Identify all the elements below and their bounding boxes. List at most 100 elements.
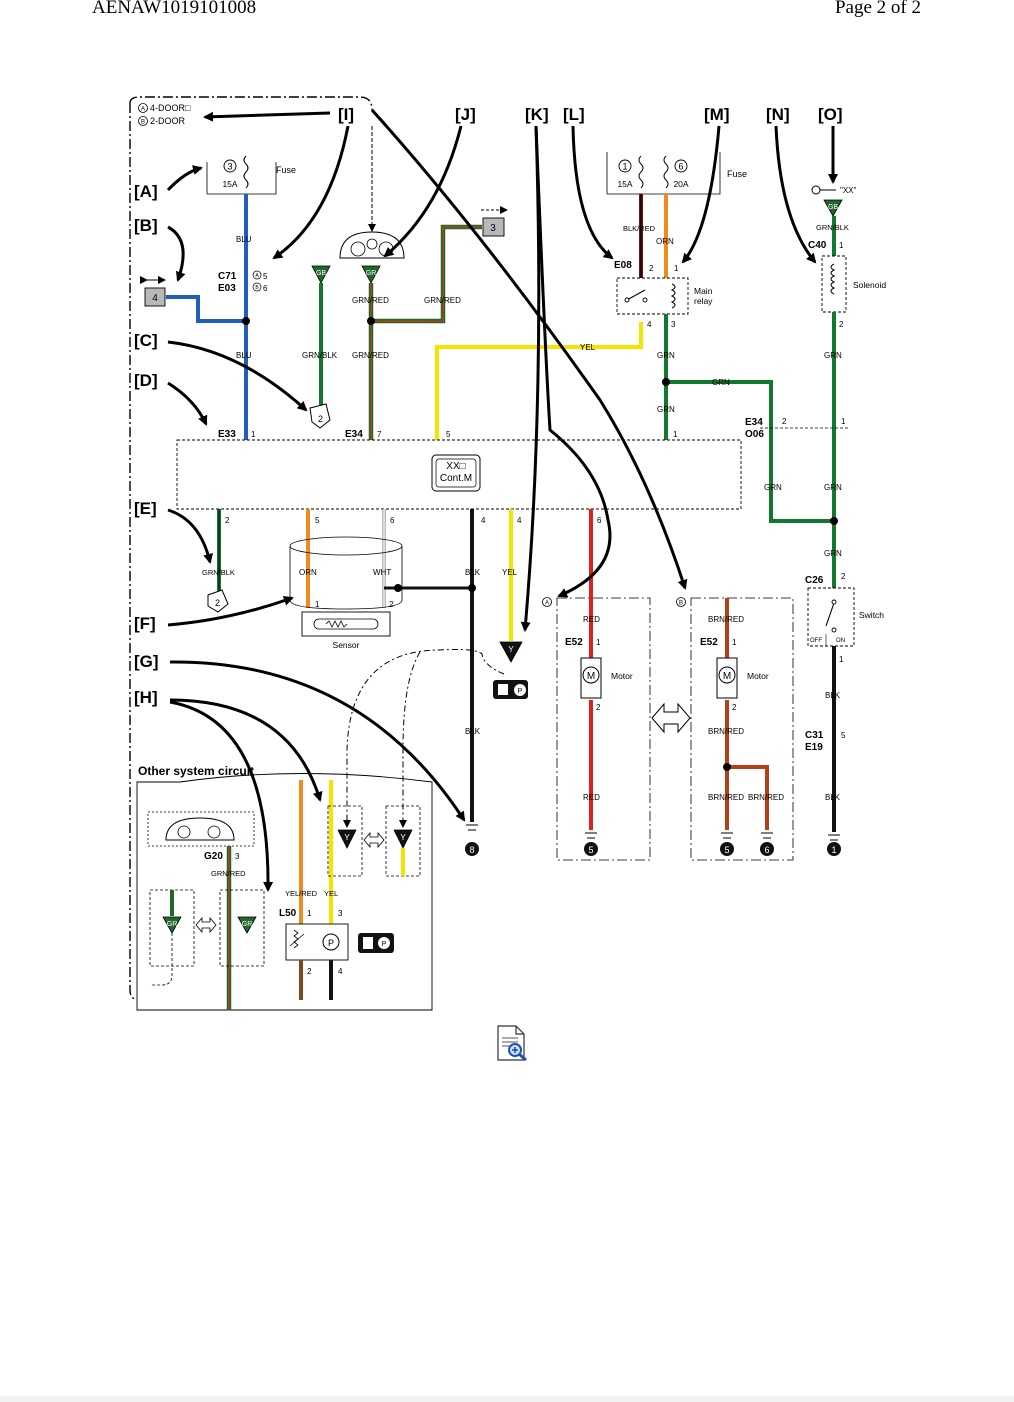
- svg-text:[I]: [I]: [338, 105, 354, 124]
- zoom-document-icon[interactable]: [496, 1024, 530, 1062]
- ground-6: 6: [760, 832, 774, 856]
- motor-a-box: A RED RED E52 1 M 2 Motor: [542, 509, 651, 861]
- ground-5a: 5: [584, 832, 598, 856]
- svg-text:ORN: ORN: [656, 237, 674, 246]
- svg-text:GRN: GRN: [824, 549, 842, 558]
- svg-text:1: 1: [674, 264, 679, 273]
- svg-text:E52: E52: [700, 637, 718, 648]
- door-legend: A 4-DOOR□ B 2-DOOR: [138, 103, 191, 126]
- svg-text:GB: GB: [828, 204, 838, 211]
- svg-text:4: 4: [338, 967, 343, 976]
- svg-text:3: 3: [338, 909, 343, 918]
- svg-text:Y: Y: [508, 645, 514, 654]
- gb-symbol-left: GB GRN/BLK 2: [302, 265, 338, 429]
- svg-text:M: M: [587, 671, 595, 682]
- y-link-dashed-2: [399, 651, 421, 828]
- svg-text:2: 2: [649, 264, 654, 273]
- svg-text:GB: GB: [316, 270, 326, 277]
- grn-red-wire: GRN/RED GRN/RED GRN/RED: [352, 224, 482, 440]
- blu-wire: BLU BLU C71 E03 A 5 B 6: [166, 194, 268, 440]
- svg-text:[G]: [G]: [134, 652, 159, 671]
- svg-text:GRN/BLK: GRN/BLK: [302, 351, 338, 360]
- svg-text:BLU: BLU: [236, 351, 252, 360]
- svg-text:Switch: Switch: [859, 610, 884, 620]
- svg-text:3: 3: [235, 852, 240, 861]
- svg-text:2: 2: [307, 967, 312, 976]
- svg-text:P: P: [328, 938, 334, 948]
- svg-text:RED: RED: [583, 615, 600, 624]
- svg-text:GRN: GRN: [712, 378, 730, 387]
- terminal-box-3: 3: [481, 206, 508, 237]
- svg-text:BLK/RED: BLK/RED: [623, 224, 656, 233]
- svg-text:1: 1: [596, 638, 601, 647]
- svg-text:2: 2: [841, 572, 846, 581]
- svg-text:GRN/RED: GRN/RED: [211, 869, 246, 878]
- svg-text:[E]: [E]: [134, 499, 157, 518]
- other-system-circuit: Other system circuit G20 3 GRN/RED GR GR…: [136, 764, 433, 1011]
- svg-text:GRN: GRN: [824, 483, 842, 492]
- svg-text:[M]: [M]: [704, 105, 729, 124]
- svg-text:BRN/RED: BRN/RED: [708, 615, 744, 624]
- svg-text:XX□: XX□: [446, 461, 465, 472]
- meter-cluster-top: GR: [339, 231, 405, 284]
- svg-text:1: 1: [839, 655, 844, 664]
- solenoid-circuit: GRN/BLK C40 1 Solenoid 2 GRN GRN GRN E34…: [745, 216, 886, 588]
- svg-text:2-DOOR: 2-DOOR: [150, 116, 186, 126]
- or-arrow: [651, 702, 691, 734]
- ground-5b: 5: [720, 832, 734, 856]
- ground-1: 1: [827, 834, 841, 856]
- svg-text:C40: C40: [808, 240, 827, 251]
- main-relay: E08 2 1 4 3 Main relay: [614, 260, 713, 329]
- wiring-diagram: A 4-DOOR□ B 2-DOOR [I] [J] [K] [L] [M] […: [129, 96, 886, 1011]
- svg-text:Motor: Motor: [747, 671, 769, 681]
- svg-text:A: A: [255, 273, 259, 279]
- svg-text:5: 5: [724, 845, 729, 855]
- svg-text:2: 2: [389, 600, 394, 609]
- svg-text:6: 6: [263, 284, 268, 293]
- svg-text:3: 3: [671, 320, 676, 329]
- svg-text:BRN/RED: BRN/RED: [748, 793, 784, 802]
- svg-text:[B]: [B]: [134, 216, 158, 235]
- svg-text:2: 2: [318, 414, 323, 424]
- svg-text:[C]: [C]: [134, 331, 158, 350]
- svg-text:O06: O06: [745, 429, 764, 440]
- svg-text:B: B: [255, 285, 259, 291]
- svg-text:6: 6: [597, 516, 602, 525]
- svg-text:8: 8: [469, 845, 474, 855]
- svg-text:Fuse: Fuse: [727, 169, 747, 179]
- svg-text:RED: RED: [583, 793, 600, 802]
- module-bottom-wires: GRN/BLK 2 ORN WHT BLK BLK YEL: [202, 509, 518, 822]
- svg-text:Cont.M: Cont.M: [440, 473, 472, 484]
- bottom-strip: [0, 1396, 1014, 1402]
- pointer-arrows: [166, 108, 838, 892]
- control-module: XX□ Cont.M E33 1 E34 7 5 1 2 5 6 4 4 6: [176, 429, 742, 525]
- svg-text:Motor: Motor: [611, 671, 633, 681]
- svg-text:3: 3: [490, 223, 496, 234]
- svg-text:YEL: YEL: [324, 889, 338, 898]
- fuse-1-6: 1 15A 6 20A Fuse: [606, 152, 747, 195]
- svg-text:1: 1: [673, 430, 678, 439]
- svg-text:2: 2: [732, 703, 737, 712]
- y-symbol-center: Y P: [493, 641, 528, 699]
- svg-text:C71: C71: [218, 271, 237, 282]
- svg-text:[H]: [H]: [134, 688, 158, 707]
- svg-text:OFF: OFF: [810, 638, 822, 644]
- svg-text:E19: E19: [805, 742, 823, 753]
- svg-text:[D]: [D]: [134, 371, 158, 390]
- svg-text:6: 6: [390, 516, 395, 525]
- svg-text:E08: E08: [614, 260, 632, 271]
- callout-labels: [I] [J] [K] [L] [M] [N] [O] [A] [B] [C] …: [134, 105, 843, 707]
- svg-text:Main: Main: [694, 286, 713, 296]
- sensor: Sensor 1 2: [289, 536, 403, 650]
- svg-text:GR: GR: [366, 270, 377, 277]
- svg-text:B: B: [141, 120, 145, 126]
- svg-text:4: 4: [481, 516, 486, 525]
- document-header: AENAW1019101008 Page 2 of 2: [0, 0, 1014, 24]
- svg-text:GRN/BLK: GRN/BLK: [816, 223, 849, 232]
- y-link-dashed: [343, 649, 505, 828]
- svg-text:G20: G20: [204, 851, 223, 862]
- svg-text:YEL: YEL: [580, 343, 596, 352]
- svg-text:E34: E34: [745, 417, 763, 428]
- svg-text:GRN: GRN: [657, 351, 675, 360]
- svg-text:GRN/RED: GRN/RED: [424, 296, 461, 305]
